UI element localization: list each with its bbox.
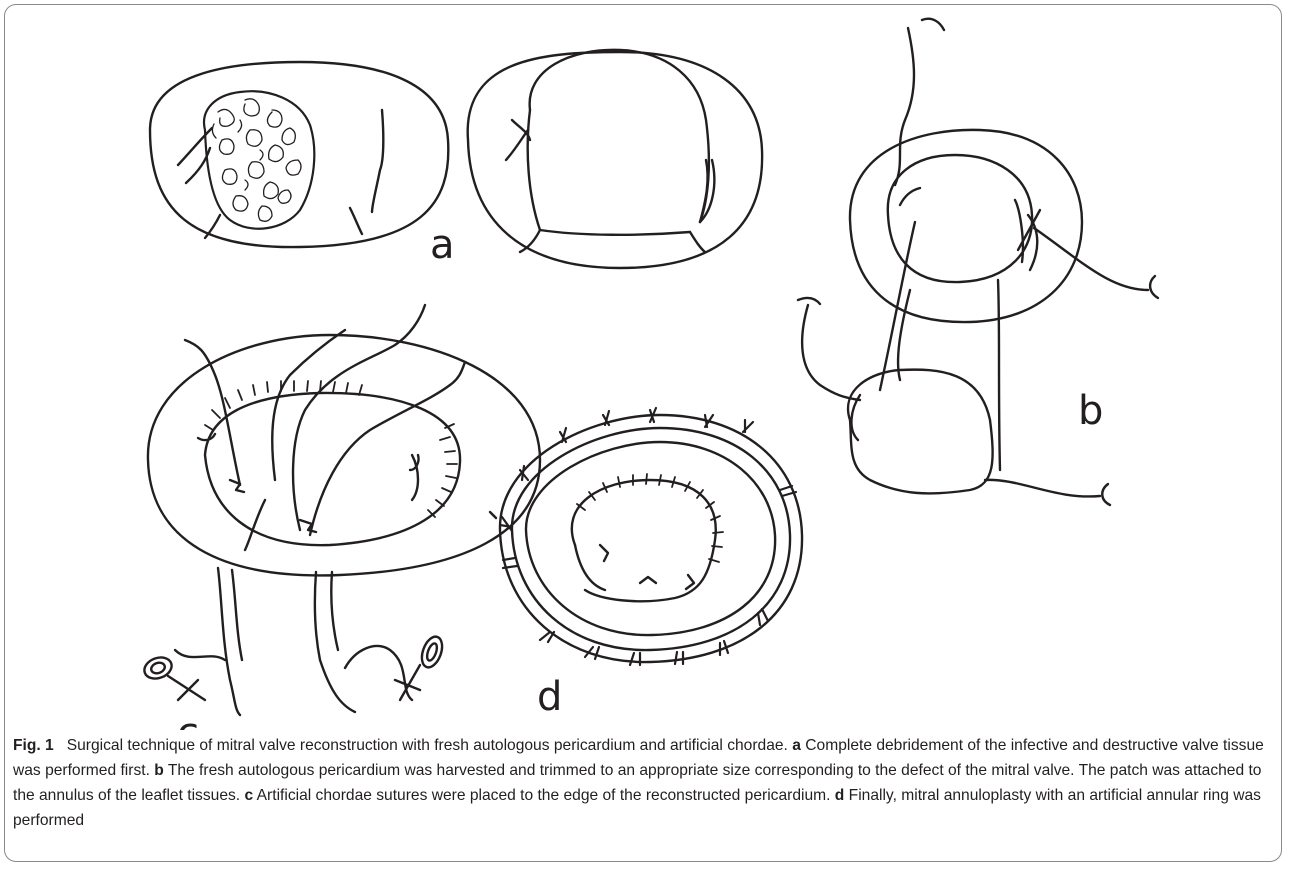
caption-letter-d: d (835, 787, 845, 804)
caption-letter-c: c (244, 787, 253, 804)
figure-artwork: a b c d (0, 0, 1290, 730)
panel-a-valve-with-vegetation (150, 62, 448, 247)
panel-a-debrided-valve (468, 50, 762, 268)
figure-caption: Fig. 1 Surgical technique of mitral valv… (13, 733, 1275, 833)
caption-letter-a: a (792, 737, 801, 754)
panel-label-c: c (177, 710, 199, 730)
caption-text-c: Artificial chordae sutures were placed t… (257, 787, 831, 804)
panel-label-d: d (537, 674, 562, 720)
panel-label-b: b (1078, 388, 1103, 434)
figure-label: Fig. 1 (13, 737, 54, 754)
caption-letter-b: b (154, 762, 164, 779)
caption-title: Surgical technique of mitral valve recon… (67, 737, 788, 754)
panel-label-a: a (430, 222, 455, 268)
panel-b-pericardial-patch (798, 19, 1158, 505)
panel-c-artificial-chordae (141, 305, 540, 715)
panel-d-annuloplasty-ring (490, 408, 802, 665)
